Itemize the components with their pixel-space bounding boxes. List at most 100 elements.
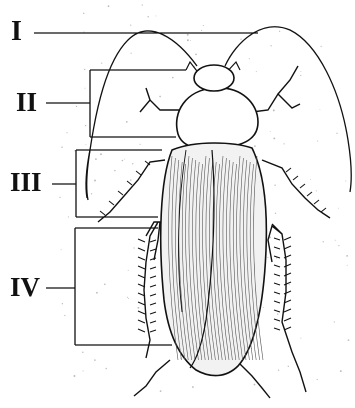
leg-spine [284,237,291,240]
leg-spine [138,266,145,269]
leg-spine [138,248,145,251]
speckle-dot [172,77,174,79]
speckle-dot [195,54,197,56]
speckle-dot [254,145,256,147]
leg-spine [150,276,156,278]
middle-left-leg [98,160,165,222]
speckle-dot [190,40,191,41]
speckle-dot [267,257,268,258]
speckle-dot [61,146,63,148]
leg-spine [274,292,280,294]
leg-spine [138,329,145,332]
speckle-dot [85,144,86,145]
speckle-dot [130,179,131,180]
speckle-dot [346,255,348,257]
leg-spine [150,285,156,287]
speckle-dot [82,351,84,353]
speckle-dot [274,184,275,185]
leg-spine [300,184,305,188]
leg-spine [138,275,145,278]
leg-spine [150,294,156,296]
label-1: I [11,18,22,46]
leg-spine [150,267,156,269]
speckle-dot [187,39,189,41]
front-right-leg [252,94,300,112]
speckle-dot [108,5,110,7]
speckle-dot [316,190,317,191]
speckle-dot [68,216,69,217]
leg-spine [274,319,280,321]
leg-spine [284,291,291,294]
leg-spine [150,321,156,323]
speckle-dot [84,69,85,70]
leg-spine [138,302,145,305]
leg-spine [284,264,291,267]
leg-spine [150,303,156,305]
leg-spine [274,301,280,303]
speckle-dot [300,75,301,76]
leg-spine [284,318,291,321]
speckle-dot [319,109,320,110]
speckle-dot [256,71,257,72]
leg-spine [100,211,105,215]
speckle-dot [83,13,84,14]
speckle-dot [149,248,150,249]
head [194,65,234,91]
speckle-dot [127,297,128,298]
speckle-dot [101,63,102,64]
speckle-dot [66,132,67,133]
speckle-dot [283,143,284,144]
speckle-dot [132,163,133,164]
leg-spine [136,171,141,175]
tarsus-right [238,362,270,398]
leg-spine [286,168,291,172]
speckle-dot [240,38,241,39]
speckle-dot [279,31,280,32]
middle-right-leg [262,160,330,218]
speckle-dot [94,359,96,361]
speckle-dot [95,158,97,160]
leg-spine [274,265,280,267]
leg-spine [150,312,156,314]
speckle-dot [288,366,289,367]
front-left-leg [140,100,182,112]
leg-spine [293,176,298,180]
label-3: III [10,169,42,196]
speckle-dot [317,379,318,380]
leg-spine [109,201,114,205]
leg-spine [150,249,156,251]
label-2: II [16,89,37,116]
speckle-dot [289,284,290,285]
speckle-dot [249,58,250,59]
tarsus-left [134,360,170,396]
speckle-dot [334,321,335,322]
speckle-dot [59,197,60,198]
speckle-dot [340,370,342,372]
leg-spine [274,238,280,240]
speckle-dot [130,24,131,25]
speckle-dot [300,338,301,339]
leg-spine [150,330,156,332]
speckle-dot [300,71,301,72]
speckle-dot [105,368,107,370]
leg-spine [284,309,291,312]
leg-spine [321,208,326,212]
speckle-dot [122,160,124,162]
speckle-dot [114,170,115,171]
speckle-dot [160,390,162,392]
speckle-dot [203,25,204,26]
speckle-dot [137,307,139,309]
speckle-dot [338,208,339,209]
pronotum [177,88,258,149]
speckle-dot [94,180,96,182]
speckle-dot [96,292,98,294]
leg-spine [307,192,312,196]
speckle-dot [74,375,76,377]
speckle-dot [140,144,141,145]
speckle-dot [126,121,128,123]
leg-spine [138,311,145,314]
leg-spine [138,320,145,323]
speckle-dot [273,109,275,111]
speckle-dot [192,386,194,388]
